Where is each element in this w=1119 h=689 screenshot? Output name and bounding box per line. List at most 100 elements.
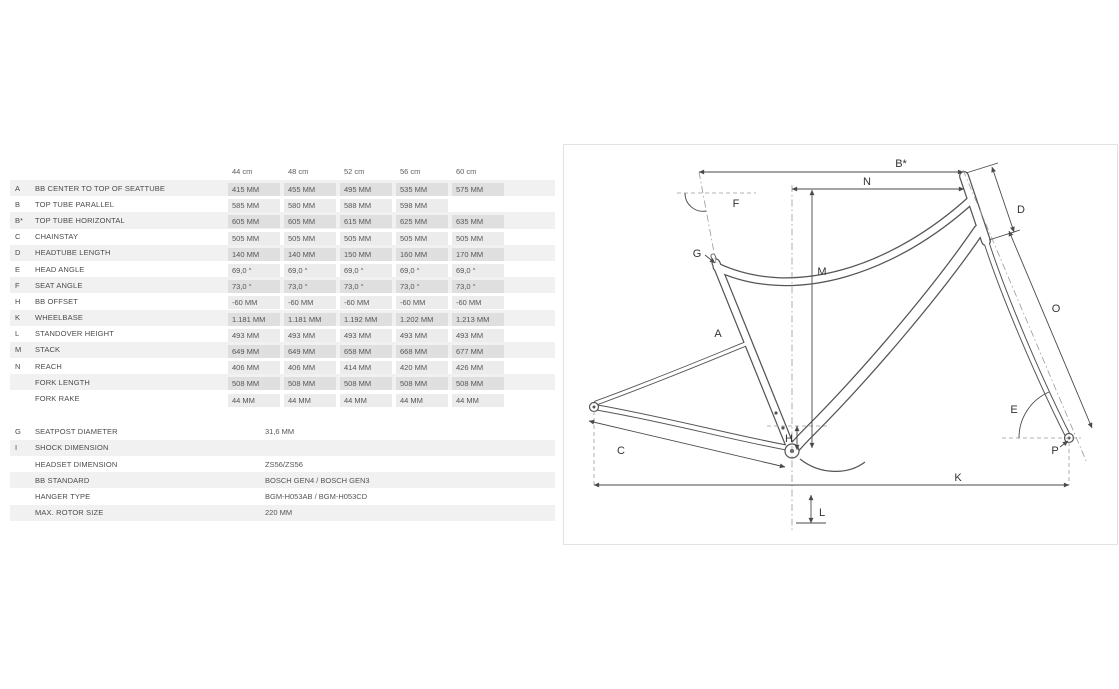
row-value: ZS56/ZS56	[265, 459, 303, 469]
row-label: TOP TUBE HORIZONTAL	[35, 215, 125, 225]
value-cell: 140 MM	[284, 247, 336, 261]
value-cell: 649 MM	[228, 344, 280, 358]
value-cell: 73,0 °	[452, 280, 504, 294]
value-cell: 580 MM	[284, 199, 336, 213]
value-cell: 406 MM	[284, 361, 336, 375]
value-cell: 508 MM	[340, 377, 392, 391]
value-cell: 44 MM	[228, 393, 280, 407]
dim-label-seat-angle: F	[733, 198, 740, 210]
table-section-gap	[10, 407, 555, 424]
dim-label-wheelbase: K	[954, 472, 962, 484]
dim-label-chainstay: C	[617, 445, 625, 457]
value-cell: 1.181 MM	[228, 312, 280, 326]
value-cell: 575 MM	[452, 183, 504, 197]
value-cell: 73,0 °	[228, 280, 280, 294]
row-letter: L	[15, 329, 20, 339]
value-cell: 495 MM	[340, 183, 392, 197]
value-cell: -60 MM	[396, 296, 448, 310]
row-letter: E	[15, 264, 21, 274]
frame-diagram-card: B* N F D G M A O E H C P K L	[563, 144, 1118, 545]
row-letter: N	[15, 361, 21, 371]
row-label: BB OFFSET	[35, 296, 79, 306]
value-cell: -60 MM	[452, 296, 504, 310]
value-cell: 649 MM	[284, 344, 336, 358]
value-cell: 44 MM	[284, 393, 336, 407]
value-cell: 170 MM	[452, 247, 504, 261]
value-cell: 1.181 MM	[284, 312, 336, 326]
row-letter: K	[15, 313, 21, 323]
value-cell: 73,0 °	[284, 280, 336, 294]
row-label: HEAD ANGLE	[35, 264, 85, 274]
value-cell: 508 MM	[452, 377, 504, 391]
dim-label-seattube: A	[714, 328, 722, 340]
row-letter: C	[15, 232, 21, 242]
size-header-52: 52 cm	[344, 166, 365, 176]
row-letter: H	[15, 296, 21, 306]
value-cell: 493 MM	[340, 328, 392, 342]
value-cell: 69,0 °	[396, 264, 448, 278]
value-cell: 635 MM	[452, 215, 504, 229]
row-label: HANGER TYPE	[35, 491, 91, 501]
dim-label-bb-offset: H	[785, 433, 793, 445]
value-cell: 508 MM	[228, 377, 280, 391]
row-value: 220 MM	[265, 508, 293, 518]
value-cell: 588 MM	[340, 199, 392, 213]
value-cell: 73,0 °	[396, 280, 448, 294]
row-value: BGM-H053AB / BGM-H053CD	[265, 491, 368, 501]
size-header-48: 48 cm	[288, 166, 309, 176]
frame-geometry-diagram: B* N F D G M A O E H C P K L	[588, 158, 1093, 531]
value-cell: 140 MM	[228, 247, 280, 261]
value-cell: 585 MM	[228, 199, 280, 213]
row-label: HEADTUBE LENGTH	[35, 248, 111, 258]
value-cell: 668 MM	[396, 344, 448, 358]
row-label: BB CENTER TO TOP OF SEATTUBE	[35, 183, 166, 193]
dim-label-top-tube-horizontal: B*	[895, 158, 907, 170]
spec-row: HANGER TYPE BGM-H053AB / BGM-H053CD	[10, 488, 555, 504]
dim-label-standover: L	[819, 507, 825, 519]
row-letter: A	[15, 183, 21, 193]
value-cell: 44 MM	[452, 393, 504, 407]
value-cell: 505 MM	[452, 231, 504, 245]
row-label: MAX. ROTOR SIZE	[35, 508, 104, 518]
size-header-60: 60 cm	[456, 166, 477, 176]
row-letter: B*	[15, 215, 23, 225]
value-cell: 505 MM	[228, 231, 280, 245]
row-label: REACH	[35, 361, 63, 371]
geometry-row: H BB OFFSET -60 MM -60 MM -60 MM -60 MM -60 MM	[10, 293, 555, 310]
value-cell: 677 MM	[452, 344, 504, 358]
dim-label-stack: M	[817, 266, 826, 278]
value-cell: -60 MM	[284, 296, 336, 310]
row-label: SEAT ANGLE	[35, 280, 83, 290]
geometry-table: 44 cm 48 cm 52 cm 56 cm 60 cm A BB CENTER…	[10, 162, 555, 521]
value-cell: 1.213 MM	[452, 312, 504, 326]
value-cell: 426 MM	[452, 361, 504, 375]
row-value: BOSCH GEN4 / BOSCH GEN3	[265, 475, 370, 485]
value-cell: -60 MM	[340, 296, 392, 310]
row-label: STANDOVER HEIGHT	[35, 329, 114, 339]
row-letter: B	[15, 199, 21, 209]
dimension-lines	[588, 162, 1093, 524]
construction-lines	[593, 169, 1088, 531]
row-value: 31,6 MM	[265, 427, 295, 437]
row-label: FORK RAKE	[35, 394, 80, 404]
table-header-row: 44 cm 48 cm 52 cm 56 cm 60 cm	[10, 162, 555, 180]
value-cell: 69,0 °	[452, 264, 504, 278]
row-label: WHEELBASE	[35, 313, 84, 323]
value-cell: 505 MM	[284, 231, 336, 245]
row-letter: I	[15, 443, 18, 453]
value-cell: -60 MM	[228, 296, 280, 310]
row-label: SHOCK DIMENSION	[35, 443, 109, 453]
